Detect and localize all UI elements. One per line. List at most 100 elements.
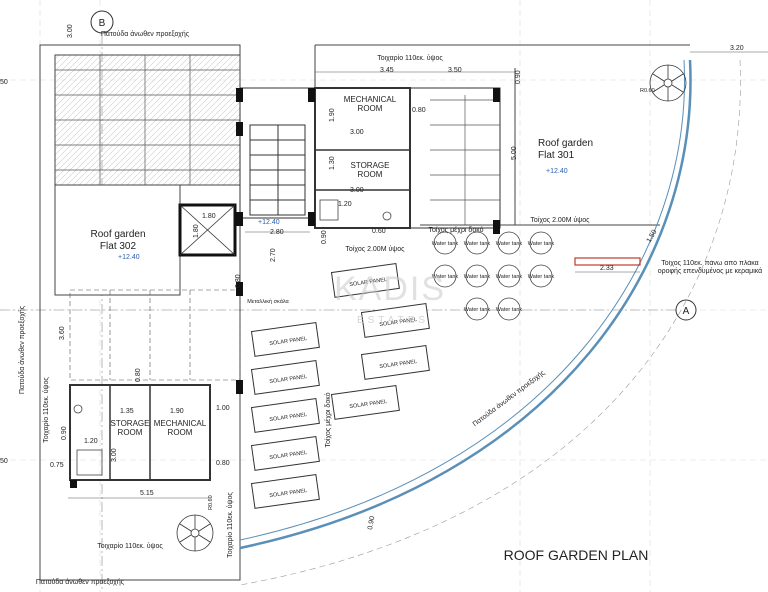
- top-rooms-block: [314, 87, 501, 229]
- spiral-stair-bottom: [176, 514, 214, 552]
- svg-text:3.45: 3.45: [380, 67, 394, 74]
- storage-bottom-label: STORAGE: [111, 419, 150, 428]
- bottom-left-hatch: [69, 289, 241, 381]
- water-tank: Water tank: [464, 297, 491, 321]
- svg-text:SOLAR PANEL: SOLAR PANEL: [379, 317, 417, 328]
- water-tank: Water tank: [432, 231, 459, 255]
- water-tank: Water tank: [464, 231, 490, 255]
- svg-text:0.80: 0.80: [216, 460, 230, 467]
- svg-text:1.80: 1.80: [193, 224, 200, 238]
- overhang-top-label: Πατούδα άνωθεν προεξοχής: [101, 30, 190, 38]
- parapet-bottom-label: Τοιχαρίο 110εκ. ύψος: [97, 542, 163, 550]
- roof-garden-301-label: Roof garden: [538, 138, 593, 149]
- level-core: +12.40: [258, 219, 280, 226]
- parapet-left-label: Τοιχαρίο 110εκ. ύψος: [42, 377, 50, 443]
- svg-text:SOLAR PANEL: SOLAR PANEL: [269, 336, 307, 347]
- svg-text:Water tank: Water tank: [528, 241, 555, 247]
- svg-text:0.80: 0.80: [135, 368, 142, 382]
- water-tank: Water tank: [528, 231, 555, 255]
- solar-panel: SOLAR PANEL: [330, 384, 400, 420]
- water-tank: Water tank: [528, 264, 555, 288]
- svg-text:1.00: 1.00: [216, 405, 230, 412]
- svg-text:SOLAR PANEL: SOLAR PANEL: [349, 277, 387, 288]
- solar-panels: SOLAR PANEL SOLAR PANEL SOLAR PANEL SOLA…: [250, 262, 430, 509]
- svg-text:SOLAR PANEL: SOLAR PANEL: [349, 399, 387, 410]
- svg-text:SOLAR PANEL: SOLAR PANEL: [269, 450, 307, 461]
- svg-text:Water tank: Water tank: [432, 241, 459, 247]
- solar-panel: SOLAR PANEL: [330, 262, 400, 298]
- right-slab: [314, 44, 690, 226]
- svg-text:3.60: 3.60: [59, 326, 66, 340]
- wall-beam-label-2: Τοίχος μέχρι δοκό: [324, 392, 332, 447]
- wall-2m-right-label: Τοίχος 2.00M ύψος: [530, 216, 590, 224]
- svg-text:0.90: 0.90: [367, 516, 376, 531]
- svg-text:Water tank: Water tank: [464, 274, 491, 280]
- top-rooms-parking-lines: [430, 95, 500, 225]
- svg-text:0.90: 0.90: [61, 426, 68, 440]
- level-301: +12.40: [546, 168, 568, 175]
- mech-bottom-label: MECHANICAL: [154, 419, 207, 428]
- svg-text:Water tank: Water tank: [496, 307, 523, 313]
- mech-room-top-label-2: ROOM: [358, 104, 383, 113]
- svg-text:5.15: 5.15: [140, 490, 154, 497]
- watermark-logo: KADIS: [334, 270, 446, 308]
- water-tank: Water tank: [496, 297, 523, 321]
- svg-text:0.80: 0.80: [412, 107, 426, 114]
- storage-top-label-2: ROOM: [358, 170, 383, 179]
- structural-columns: [70, 88, 500, 488]
- wall-2m-center-label: Τοίχος 2.00M ύψος: [345, 245, 405, 253]
- wc-fixtures: [73, 199, 392, 476]
- svg-text:Water tank: Water tank: [528, 274, 555, 280]
- solar-panel: SOLAR PANEL: [250, 397, 320, 433]
- svg-text:2.80: 2.80: [270, 229, 284, 236]
- radius-bottom-label: R0.60: [208, 495, 214, 510]
- dimension-texts: 3.00 3.20 3.45 3.50 0.90 1.90 3.00 0.80 …: [0, 24, 744, 530]
- metal-stair-label: Μεταλλική σκάλα: [247, 298, 289, 305]
- svg-text:Water tank: Water tank: [496, 274, 523, 280]
- storage-top-label: STORAGE: [351, 161, 390, 170]
- svg-text:1.35: 1.35: [120, 408, 134, 415]
- roof-garden-301-flat: Flat 301: [538, 150, 575, 161]
- solar-panel: SOLAR PANEL: [250, 473, 320, 509]
- mech-bottom-label-2: ROOM: [168, 428, 193, 437]
- parapet-bottom-vertical-label: Τοιχαρίο 110εκ. ύψος: [226, 492, 234, 558]
- water-tank: Water tank: [464, 264, 491, 288]
- spiral-stair-top: [649, 64, 687, 102]
- roof-garden-302-label: Roof garden: [90, 229, 145, 240]
- svg-text:1.30: 1.30: [329, 156, 336, 170]
- svg-text:3.00: 3.00: [350, 129, 364, 136]
- svg-text:0.90: 0.90: [321, 230, 328, 244]
- plan-title: ROOF GARDEN PLAN: [504, 547, 649, 563]
- svg-text:3.00: 3.00: [350, 187, 364, 194]
- water-tank: Water tank: [496, 231, 523, 255]
- wall-note-marker: [574, 257, 641, 266]
- svg-text:0.90: 0.90: [515, 70, 522, 84]
- svg-text:1.90: 1.90: [170, 408, 184, 415]
- svg-text:1.80: 1.80: [202, 213, 216, 220]
- svg-text:Water tank: Water tank: [432, 274, 459, 280]
- svg-text:50: 50: [0, 79, 8, 86]
- overhang-left-label: Πατούδα άνωθεν προεξοχής: [18, 305, 26, 394]
- water-tank: Water tank: [496, 264, 523, 288]
- svg-text:SOLAR PANEL: SOLAR PANEL: [379, 359, 417, 370]
- svg-text:2.33: 2.33: [600, 265, 614, 272]
- svg-text:0.60: 0.60: [372, 228, 386, 235]
- overhang-hatch-top: [55, 55, 240, 185]
- svg-text:Water tank: Water tank: [496, 241, 523, 247]
- svg-text:3.00: 3.00: [111, 448, 118, 462]
- svg-text:3.20: 3.20: [730, 45, 744, 52]
- svg-text:1.20: 1.20: [338, 201, 352, 208]
- mech-room-top-label: MECHANICAL: [344, 95, 397, 104]
- water-tank: Water tank: [432, 264, 459, 288]
- svg-text:1.90: 1.90: [329, 108, 336, 122]
- grid-label-b: B: [99, 18, 106, 29]
- storage-bottom-label-2: ROOM: [118, 428, 143, 437]
- svg-text:3.50: 3.50: [448, 67, 462, 74]
- svg-text:SOLAR PANEL: SOLAR PANEL: [269, 488, 307, 499]
- svg-text:Water tank: Water tank: [464, 307, 491, 313]
- dimension-lines: [68, 51, 768, 499]
- radius-top-label: R0.60: [640, 88, 655, 94]
- solar-panel: SOLAR PANEL: [360, 302, 430, 338]
